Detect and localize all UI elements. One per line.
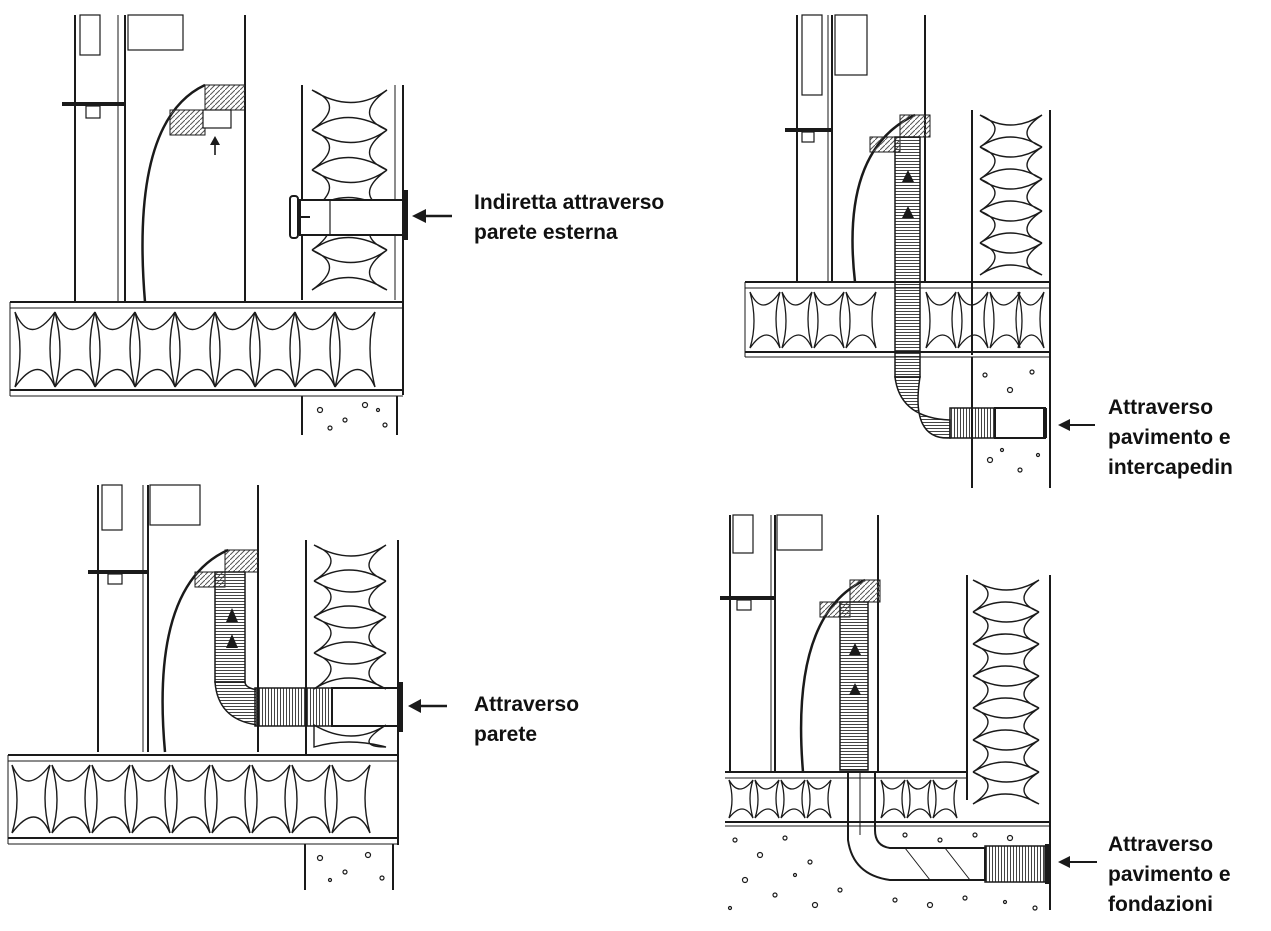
label-through-wall: Attraverso parete <box>474 693 580 746</box>
arrow-up-icon <box>902 170 914 218</box>
arrow-up-icon <box>849 643 861 695</box>
label-external-wall: Indiretta attraverso parete esterna <box>474 191 665 244</box>
label-floor-cavity: Attraverso pavimento e intercapedin <box>1108 396 1233 479</box>
arrow-left-icon <box>1058 419 1095 431</box>
arrow-up-icon <box>226 608 238 648</box>
label-floor-foundation: Attraverso pavimento e fondazioni <box>1108 833 1231 916</box>
diagram-floor-foundation <box>720 514 1097 911</box>
diagram-through-wall <box>7 484 447 890</box>
diagram-floor-cavity <box>744 14 1095 488</box>
arrow-left-icon <box>412 209 452 223</box>
arrow-left-icon <box>408 699 447 713</box>
arrow-left-icon <box>1058 856 1097 868</box>
diagram-external-wall <box>9 14 452 435</box>
